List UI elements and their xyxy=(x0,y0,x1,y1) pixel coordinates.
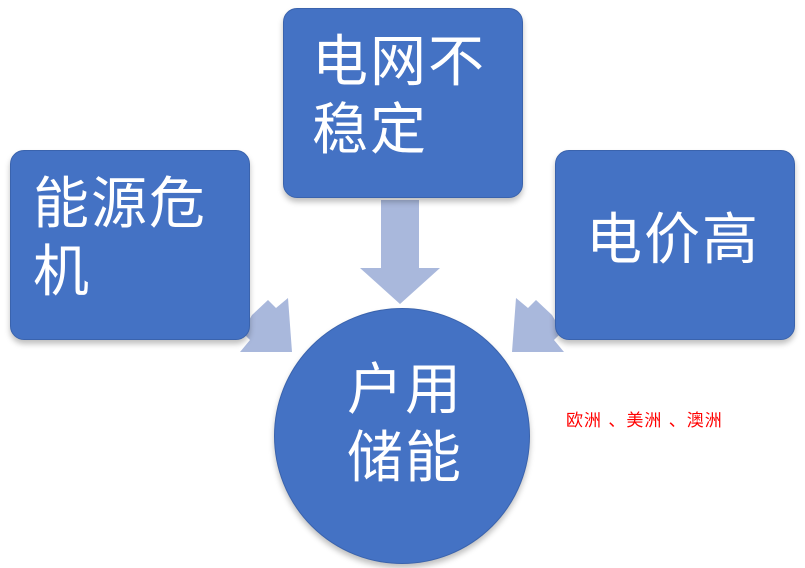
region-note: 欧洲 、美洲 、澳洲 xyxy=(566,411,723,431)
arrow-left-to-center xyxy=(240,298,292,352)
node-household-storage: 户用储能 xyxy=(274,308,530,564)
node-high-electricity-price: 电价高 xyxy=(555,150,795,340)
node-high-electricity-price-label: 电价高 xyxy=(586,208,760,273)
node-energy-crisis: 能源危机 xyxy=(10,150,250,340)
node-energy-crisis-label: 能源危机 xyxy=(33,172,207,305)
node-household-storage-label: 户用储能 xyxy=(347,358,463,491)
node-grid-instability: 电网不稳定 xyxy=(283,8,523,198)
arrow-right-to-center xyxy=(512,298,564,352)
node-grid-instability-label: 电网不稳定 xyxy=(312,30,486,163)
arrow-top-to-center xyxy=(360,200,440,304)
